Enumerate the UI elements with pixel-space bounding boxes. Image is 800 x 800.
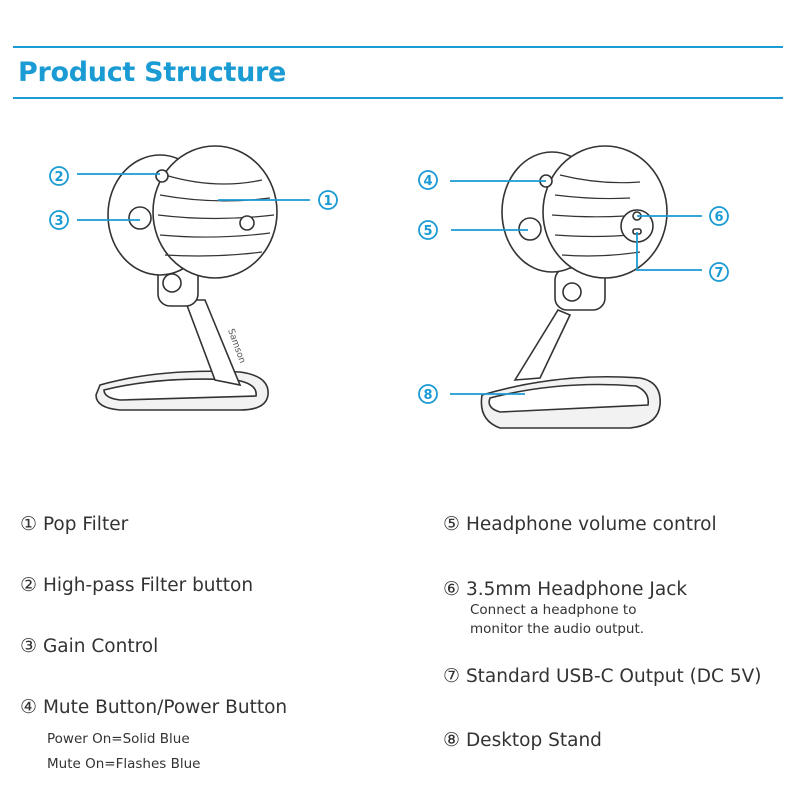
svg-text:4: 4 xyxy=(423,174,432,189)
legend-item-usb-c: ⑦ Standard USB-C Output (DC 5V) xyxy=(443,665,761,687)
callout-3: 3 xyxy=(49,210,140,230)
callout-2: 2 xyxy=(49,166,160,186)
legend-number: ⑧ xyxy=(443,729,461,751)
callout-1: 1 xyxy=(218,190,338,210)
legend-label: Standard USB-C Output (DC 5V) xyxy=(465,666,762,687)
callout-5: 5 xyxy=(418,220,528,240)
svg-text:3: 3 xyxy=(54,214,63,229)
legend-item-desktop-stand: ⑧ Desktop Stand xyxy=(443,729,602,751)
svg-text:6: 6 xyxy=(714,210,723,225)
legend-number: ⑥ xyxy=(443,578,461,600)
legend-item-headphone-volume: ⑤ Headphone volume control xyxy=(443,513,717,535)
svg-text:2: 2 xyxy=(54,170,63,185)
legend-number: ⑤ xyxy=(443,513,461,535)
legend-note: Mute On=Flashes Blue xyxy=(47,756,201,772)
callout-4: 4 xyxy=(418,170,546,190)
top-rule xyxy=(13,46,783,48)
legend-number: ⑦ xyxy=(443,665,461,687)
legend-item-pop-filter: ① Pop Filter xyxy=(20,513,128,535)
legend-item-high-pass-filter: ② High-pass Filter button xyxy=(20,574,253,596)
legend-label: High-pass Filter button xyxy=(42,575,254,596)
callout-6: 6 xyxy=(637,206,729,226)
callout-7: 7 xyxy=(636,232,729,282)
callout-8: 8 xyxy=(418,384,525,404)
product-diagram: Samson 2 3 1 4 5 6 7 8 xyxy=(49,145,729,429)
svg-text:7: 7 xyxy=(714,266,723,281)
legend-number: ① xyxy=(20,513,38,535)
legend-label: Headphone volume control xyxy=(465,514,717,535)
svg-text:8: 8 xyxy=(423,388,432,403)
svg-text:5: 5 xyxy=(423,224,432,239)
legend-label: Pop Filter xyxy=(42,514,129,535)
legend-label: Desktop Stand xyxy=(465,730,602,751)
legend-label: Gain Control xyxy=(42,636,159,657)
legend-number: ③ xyxy=(20,635,38,657)
microphone-front-view: Samson xyxy=(95,145,278,411)
legend-note: Power On=Solid Blue xyxy=(47,731,190,747)
legend-item-mute-power: ④ Mute Button/Power Button xyxy=(20,696,287,718)
legend-number: ② xyxy=(20,574,38,596)
legend-label: 3.5mm Headphone Jack xyxy=(465,579,688,600)
legend-note: Connect a headphone to xyxy=(470,602,637,618)
legend-item-headphone-jack: ⑥ 3.5mm Headphone Jack xyxy=(443,578,687,600)
callouts: 2 3 1 4 5 6 7 8 xyxy=(49,166,729,404)
svg-text:1: 1 xyxy=(323,194,332,209)
title-underline xyxy=(13,97,783,99)
legend-number: ④ xyxy=(20,696,38,718)
legend-item-gain-control: ③ Gain Control xyxy=(20,635,158,657)
page-title: Product Structure xyxy=(18,57,287,88)
legend-label: Mute Button/Power Button xyxy=(42,697,288,718)
microphone-rear-view xyxy=(480,145,668,429)
legend-note: monitor the audio output. xyxy=(470,621,645,637)
